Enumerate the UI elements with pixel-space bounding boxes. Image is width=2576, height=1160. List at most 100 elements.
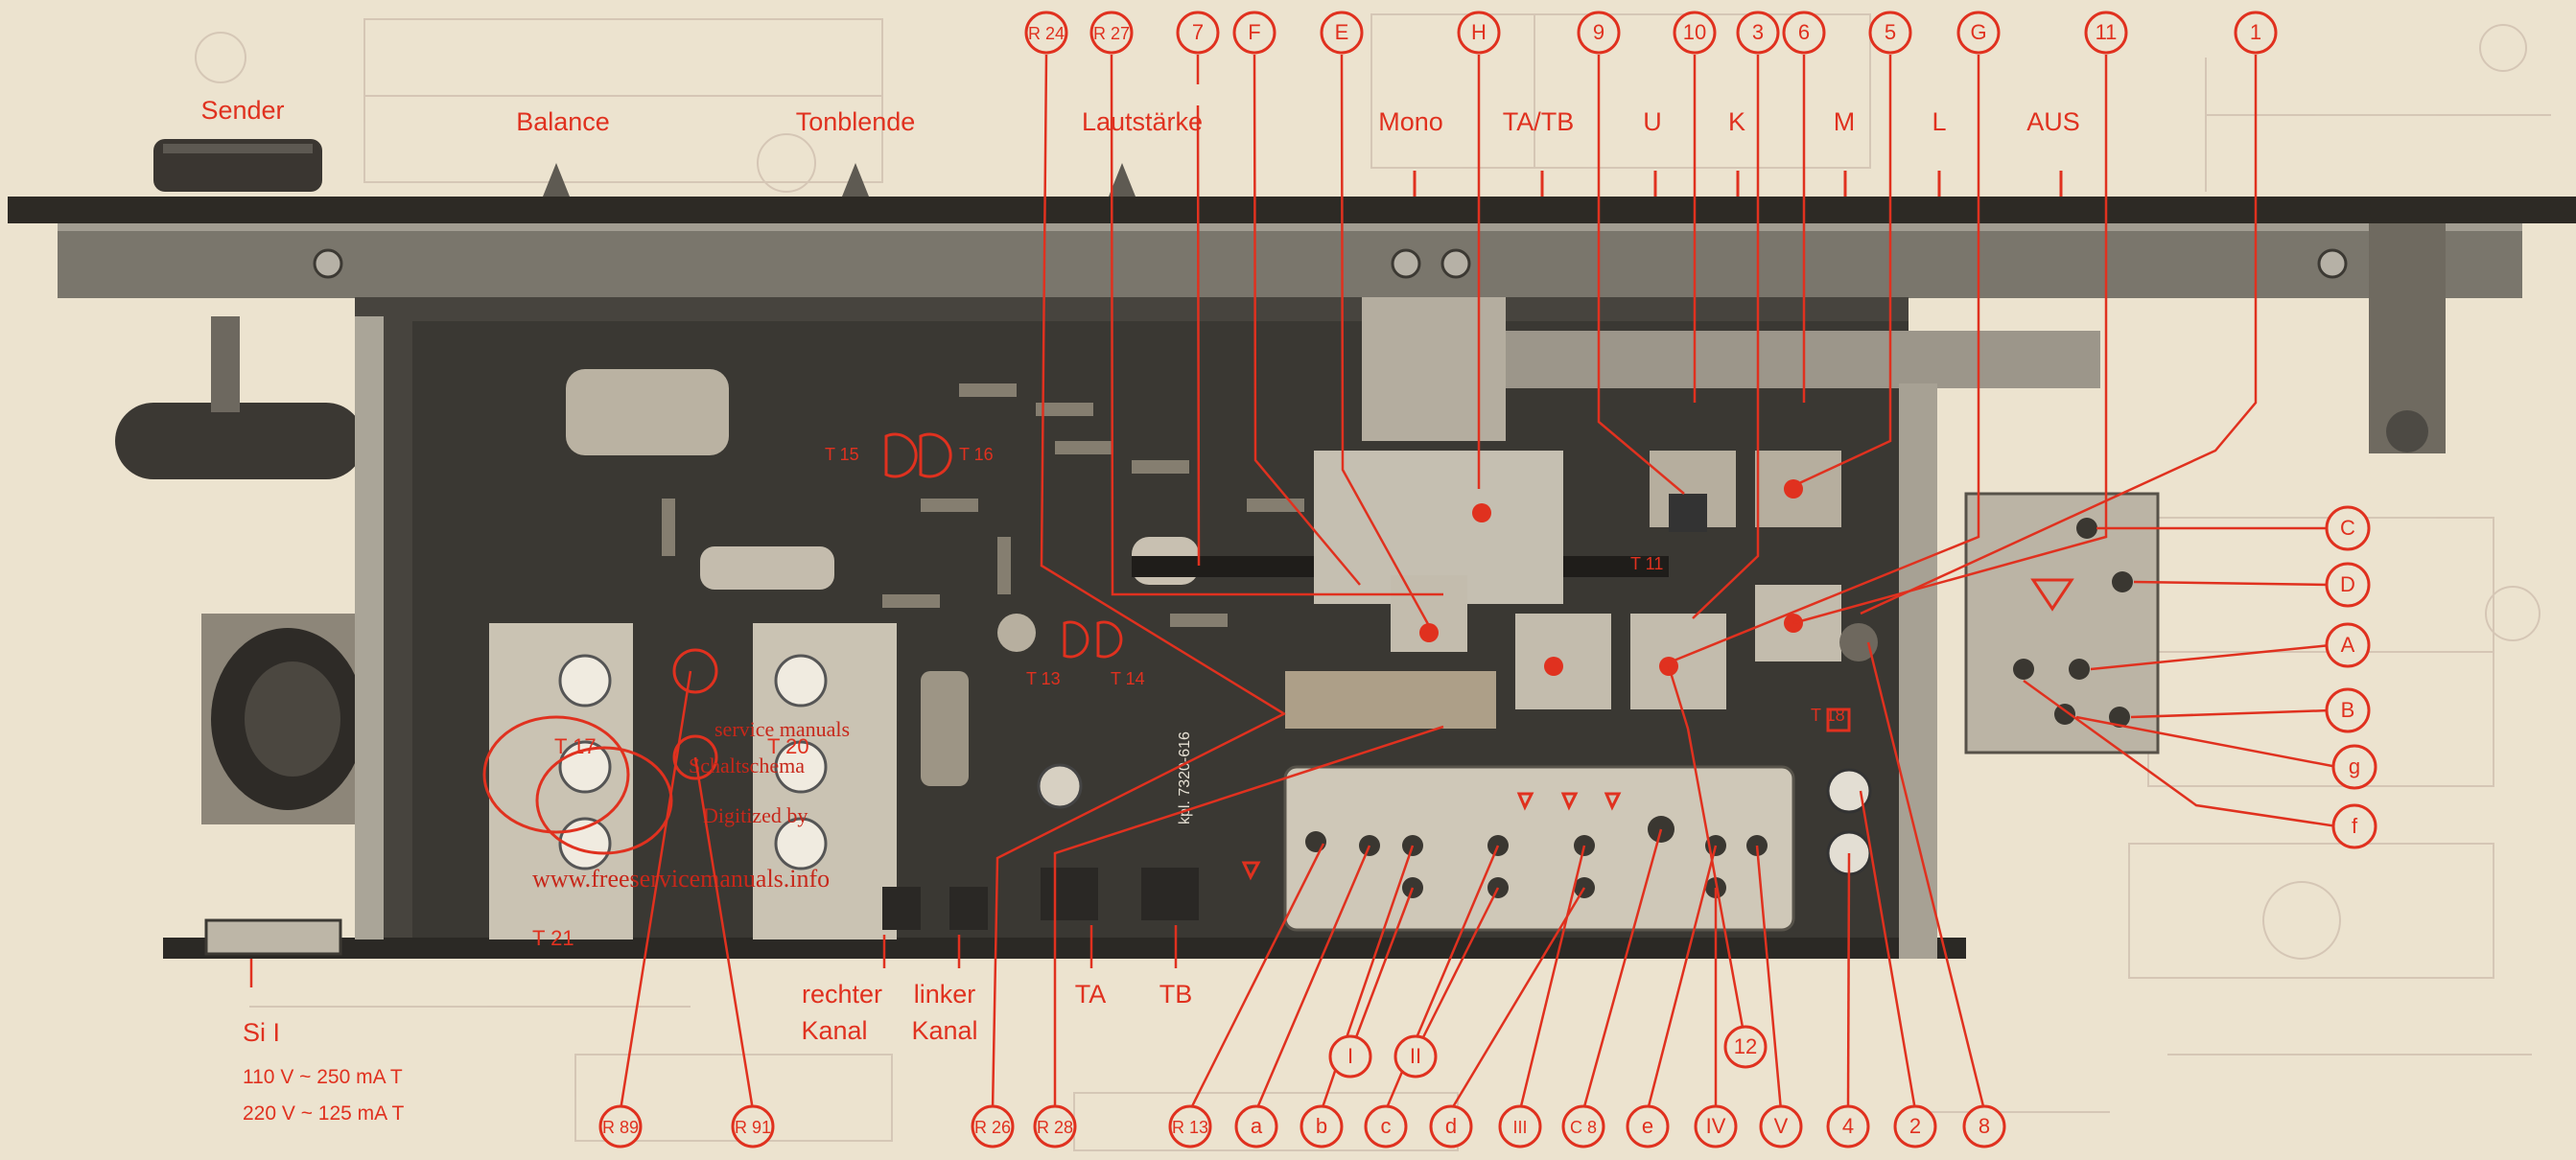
callout-g: g xyxy=(2331,744,2377,790)
callout-iii: III xyxy=(1498,1104,1542,1148)
callout-text: B xyxy=(2341,698,2355,722)
callout-d: D xyxy=(2325,562,2371,608)
watermark: service manuals Schaltschema Digitized b… xyxy=(532,717,850,893)
callout-text: 6 xyxy=(1798,20,1810,44)
callout-circle xyxy=(731,1104,775,1148)
callout-text: b xyxy=(1316,1114,1327,1138)
callout-9: 9 xyxy=(1577,11,1621,55)
callout-text: R 91 xyxy=(735,1118,771,1137)
callout-12: 12 xyxy=(1723,1025,1768,1069)
callout-circle xyxy=(2331,744,2377,790)
callout-text: 11 xyxy=(2096,20,2118,44)
callout-circle xyxy=(1561,1104,1605,1148)
callout-circle xyxy=(1626,1104,1670,1148)
control-label-aus: AUS xyxy=(2026,107,2080,136)
callout-text: I xyxy=(1347,1044,1353,1068)
callout-circle xyxy=(1364,1104,1408,1148)
label-t17: T 17 xyxy=(554,734,597,758)
dial-pulley xyxy=(115,403,364,479)
callout-circle xyxy=(1826,1104,1870,1148)
callout-circle xyxy=(1300,1104,1344,1148)
tuner-block xyxy=(1362,297,1506,441)
svg-text:Digitized by: Digitized by xyxy=(703,803,808,827)
callout-text: C 8 xyxy=(1570,1118,1597,1137)
callout-d: d xyxy=(1429,1104,1473,1148)
callout-circle xyxy=(1429,1104,1473,1148)
callout-circle xyxy=(1759,1104,1803,1148)
callout-8: 8 xyxy=(1962,1104,2006,1148)
callout-circle xyxy=(2325,562,2371,608)
control-label-u: U xyxy=(1643,107,1662,136)
control-label-lautstaerke: Lautstärke xyxy=(1082,107,1203,136)
callout-c: c xyxy=(1364,1104,1408,1148)
callout-circle xyxy=(1320,11,1364,55)
callout-circle xyxy=(1956,11,2001,55)
callout-circle xyxy=(1024,11,1068,55)
callout-text: 10 xyxy=(1683,20,1706,44)
callout-circle xyxy=(1673,11,1717,55)
callout-circle xyxy=(1694,1104,1738,1148)
fuse-label: Si I xyxy=(243,1018,280,1047)
callout-text: 9 xyxy=(1593,20,1604,44)
callout-5: 5 xyxy=(1868,11,1912,55)
callout-e: e xyxy=(1626,1104,1670,1148)
svg-text:www.freeservicemanuals.info: www.freeservicemanuals.info xyxy=(532,865,830,893)
label-rechter: rechter xyxy=(802,980,882,1009)
control-label-balance: Balance xyxy=(516,107,610,136)
callout-r-28: R 28 xyxy=(1033,1104,1077,1148)
bottom-labels: rechter Kanal linker Kanal TA TB xyxy=(801,980,1192,1045)
callout-text: d xyxy=(1445,1114,1457,1138)
label-t15: T 15 xyxy=(825,445,859,464)
label-linker-kanal: Kanal xyxy=(911,1016,977,1045)
callout-r-27: R 27 xyxy=(1089,11,1134,55)
fuse-labels: Si I 110 V ~ 250 mA T 220 V ~ 125 mA T xyxy=(243,1018,404,1125)
callout-c: C xyxy=(2325,505,2371,551)
callout-text: C xyxy=(2340,516,2355,540)
callout-circle xyxy=(971,1104,1015,1148)
callout-10: 10 xyxy=(1673,11,1717,55)
label-t13: T 13 xyxy=(1026,669,1061,688)
callout-text: 8 xyxy=(1979,1114,1990,1138)
callout-circle xyxy=(2084,11,2128,55)
label-rechter-kanal: Kanal xyxy=(801,1016,867,1045)
callout-text: A xyxy=(2341,633,2355,657)
callout-ii: II xyxy=(1393,1034,1438,1079)
board-part-number: kpl. 7320-616 xyxy=(1177,731,1193,824)
control-label-l: L xyxy=(1932,107,1946,136)
label-t20: T 20 xyxy=(767,734,809,758)
callout-circle xyxy=(1393,1034,1438,1079)
callout-r-26: R 26 xyxy=(971,1104,1015,1148)
callout-circle xyxy=(1176,11,1220,55)
callout-text: 7 xyxy=(1192,20,1204,44)
callout-text: F xyxy=(1248,20,1260,44)
fuse-holder xyxy=(204,918,342,956)
control-label-ta-tb: TA/TB xyxy=(1503,107,1575,136)
callout-text: R 27 xyxy=(1093,24,1130,43)
callout-g: G xyxy=(1956,11,2001,55)
callout-7: 7 xyxy=(1176,11,1220,55)
callout-circle xyxy=(1232,11,1276,55)
callout-text: a xyxy=(1251,1114,1263,1138)
callout-text: II xyxy=(1410,1044,1421,1068)
callout-circle xyxy=(2325,622,2371,668)
control-label-tonblende: Tonblende xyxy=(796,107,916,136)
callout-text: 1 xyxy=(2250,20,2261,44)
callout-circle xyxy=(1893,1104,1937,1148)
callout-circle xyxy=(598,1104,643,1148)
callout-circle xyxy=(1033,1104,1077,1148)
callout-1: 1 xyxy=(2234,11,2278,55)
callout-circle xyxy=(1168,1104,1212,1148)
label-t11: T 11 xyxy=(1630,554,1663,573)
callout-6: 6 xyxy=(1782,11,1826,55)
callout-circle xyxy=(1498,1104,1542,1148)
callout-h: H xyxy=(1457,11,1501,55)
callout-iv: IV xyxy=(1694,1104,1738,1148)
callout-f: f xyxy=(2331,803,2377,849)
callout-circle xyxy=(1328,1034,1372,1079)
tonblende-slider xyxy=(842,163,869,197)
label-t16: T 16 xyxy=(959,445,994,464)
callout-text: D xyxy=(2340,572,2355,596)
